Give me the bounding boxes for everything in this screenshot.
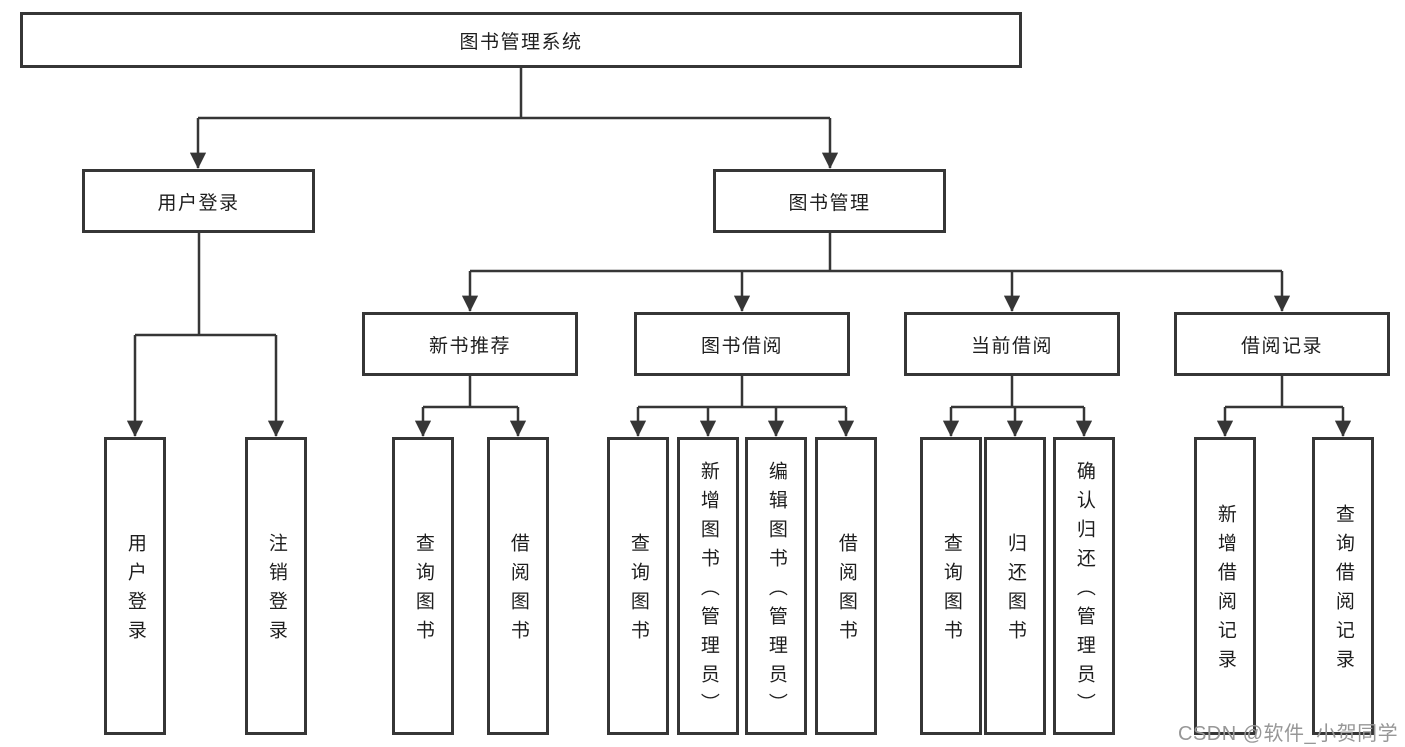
node-new-book-recommend: 新书推荐 xyxy=(362,312,578,376)
node-label: 新书推荐 xyxy=(428,335,511,357)
node-label: 查询图书 xyxy=(940,533,962,649)
node-label: 图书管理系统 xyxy=(459,31,583,53)
leaf-confirm-return-admin: 确认归还（管理员） xyxy=(1053,437,1115,735)
node-current-borrow: 当前借阅 xyxy=(904,312,1120,376)
node-label: 归还图书 xyxy=(1004,533,1026,649)
node-label: 查询图书 xyxy=(627,533,649,649)
leaf-logout: 注销登录 xyxy=(245,437,307,735)
node-label: 图书管理 xyxy=(788,192,871,214)
leaf-query-borrow-record: 查询借阅记录 xyxy=(1312,437,1374,735)
leaf-edit-book-admin: 编辑图书（管理员） xyxy=(745,437,807,735)
node-label: 借阅记录 xyxy=(1240,335,1323,357)
node-borrow-records: 借阅记录 xyxy=(1174,312,1390,376)
node-user-login: 用户登录 xyxy=(82,169,315,233)
leaf-user-login: 用户登录 xyxy=(104,437,166,735)
node-label: 借阅图书 xyxy=(507,533,529,649)
leaf-borrow-books-recommend: 借阅图书 xyxy=(487,437,549,735)
leaf-return-book: 归还图书 xyxy=(984,437,1046,735)
leaf-query-books-borrow: 查询图书 xyxy=(607,437,669,735)
node-label: 新增借阅记录 xyxy=(1214,504,1236,678)
node-label: 查询借阅记录 xyxy=(1332,504,1354,678)
node-label: 编辑图书（管理员） xyxy=(765,460,787,722)
node-label: 当前借阅 xyxy=(970,335,1053,357)
node-label: 确认归还（管理员） xyxy=(1073,460,1095,722)
connector-arrows xyxy=(126,118,1352,437)
node-book-borrow: 图书借阅 xyxy=(634,312,850,376)
leaf-borrow-books: 借阅图书 xyxy=(815,437,877,735)
node-label: 用户登录 xyxy=(124,533,146,649)
node-label: 用户登录 xyxy=(157,192,240,214)
node-label: 借阅图书 xyxy=(835,533,857,649)
node-book-management: 图书管理 xyxy=(713,169,946,233)
leaf-query-books-recommend: 查询图书 xyxy=(392,437,454,735)
node-label: 注销登录 xyxy=(265,533,287,649)
leaf-add-borrow-record: 新增借阅记录 xyxy=(1194,437,1256,735)
node-library-system: 图书管理系统 xyxy=(20,12,1022,68)
leaf-query-books-current: 查询图书 xyxy=(920,437,982,735)
node-label: 新增图书（管理员） xyxy=(697,460,719,722)
connector-trunks xyxy=(135,68,1343,409)
node-label: 图书借阅 xyxy=(700,335,783,357)
node-label: 查询图书 xyxy=(412,533,434,649)
watermark: CSDN @软件_小贺同学 xyxy=(1178,723,1399,745)
leaf-add-book-admin: 新增图书（管理员） xyxy=(677,437,739,735)
